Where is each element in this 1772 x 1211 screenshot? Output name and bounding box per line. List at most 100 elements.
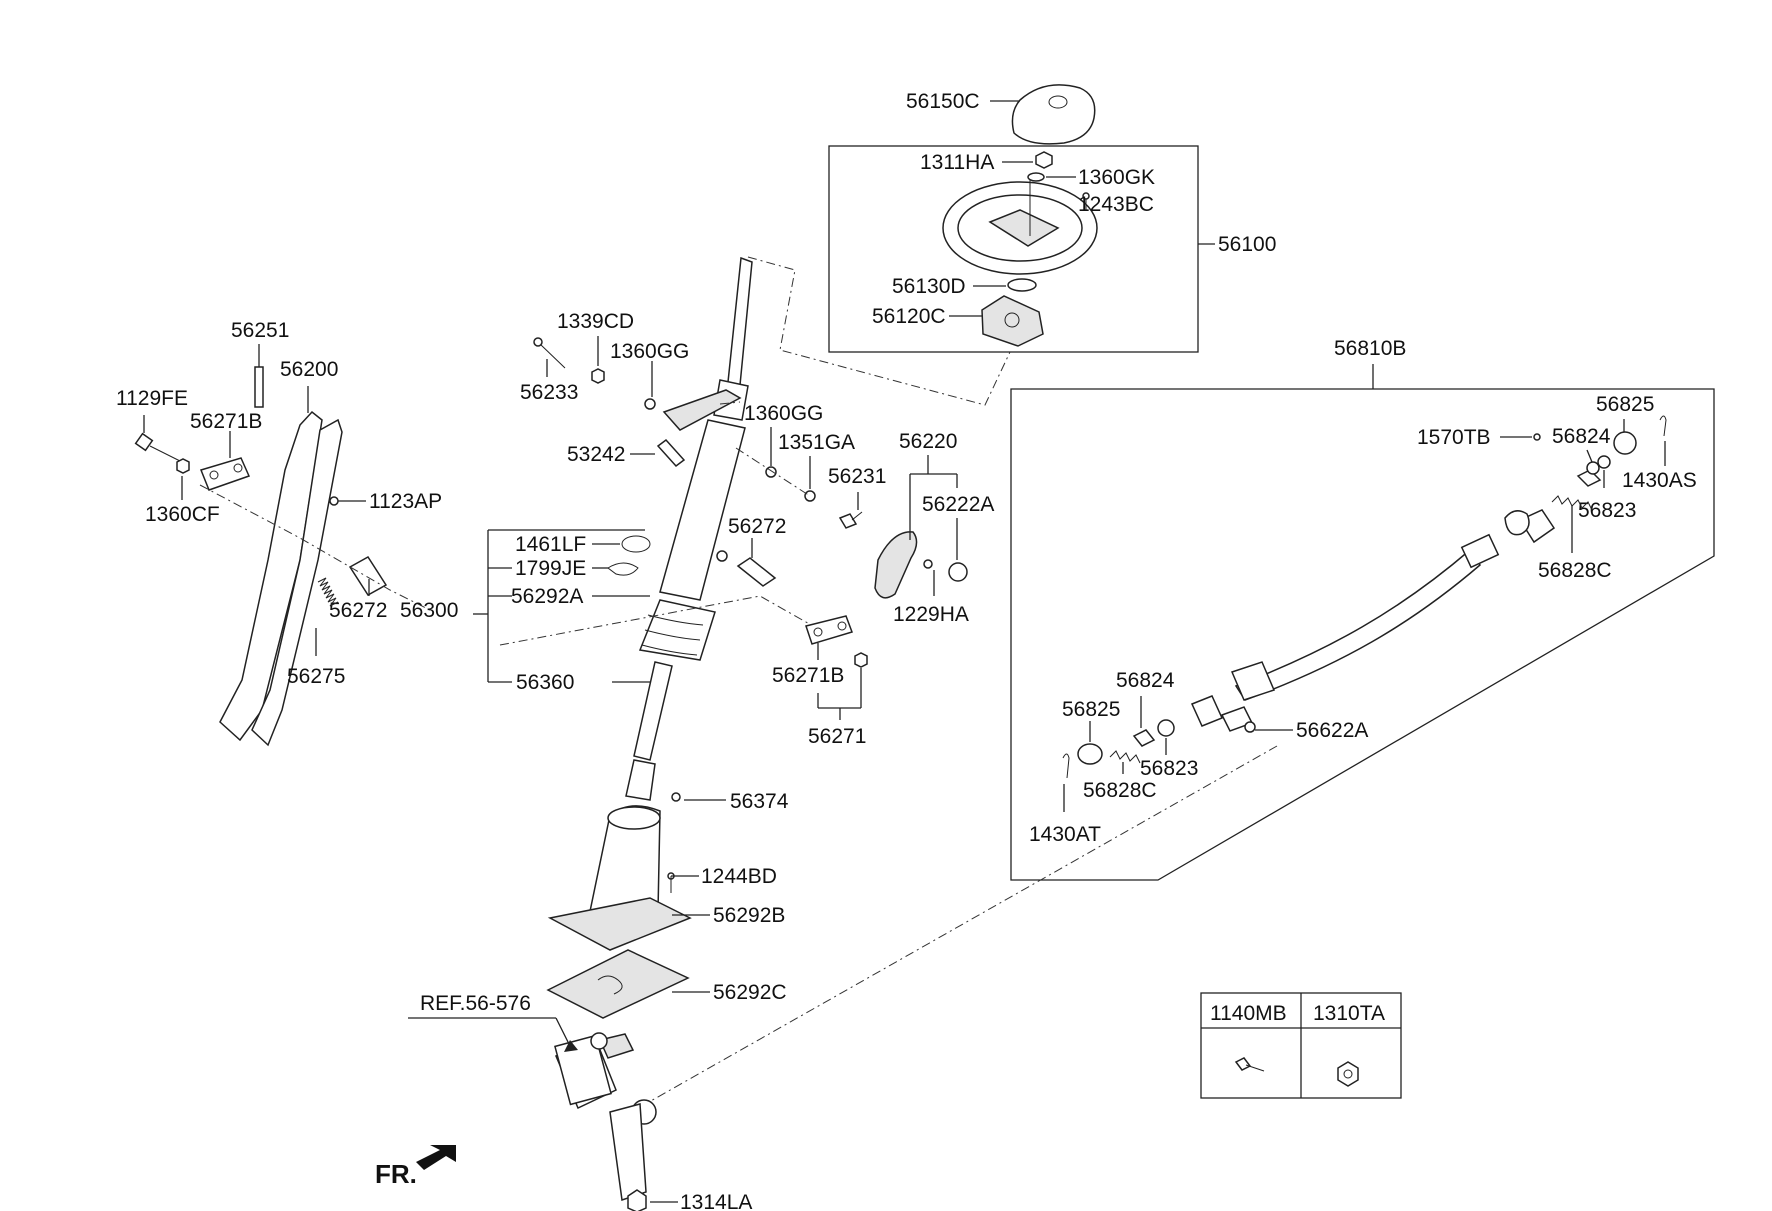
- nut-1339CD: [591, 368, 605, 384]
- plate-56271B-right: [805, 615, 853, 645]
- label-56374: 56374: [730, 790, 789, 813]
- nut-1314LA: [627, 1189, 647, 1211]
- label-fr: FR.: [375, 1159, 417, 1189]
- nut-1311HA: [1035, 151, 1053, 169]
- lower-pin-56824: [1132, 729, 1156, 747]
- lower-spring-56828C: [1109, 750, 1141, 764]
- clip-1570TB: [1533, 433, 1541, 441]
- label-56130D: 56130D: [892, 275, 966, 298]
- label-1799JE: 1799JE: [515, 557, 586, 580]
- plate-56120C: [981, 295, 1044, 347]
- label-ref: REF.56-576: [420, 992, 531, 1015]
- ring-56130D: [1007, 278, 1037, 292]
- label-53242: 53242: [567, 443, 625, 466]
- label-56828Cb: 56828C: [1083, 779, 1157, 802]
- label-56823a: 56823: [1578, 499, 1636, 522]
- label-56300: 56300: [400, 599, 458, 622]
- label-56825a: 56825: [1596, 393, 1654, 416]
- screw-1229HA: [923, 559, 933, 569]
- label-56292A: 56292A: [511, 585, 583, 608]
- column-mount-plate: [662, 389, 742, 431]
- front-direction-arrow-icon: [416, 1145, 456, 1170]
- pin-53242: [656, 438, 686, 468]
- label-56100: 56100: [1218, 233, 1276, 256]
- label-1360GGb: 1360GG: [744, 402, 823, 425]
- lever-56220: [874, 531, 918, 599]
- bolt-icon: [1234, 1057, 1265, 1072]
- spring-56275: [317, 577, 339, 607]
- label-56622A: 56622A: [1296, 719, 1368, 742]
- label-56825b: 56825: [1062, 698, 1120, 721]
- label-56823b: 56823: [1140, 757, 1198, 780]
- label-1339CD: 1339CD: [557, 310, 634, 333]
- label-56251: 56251: [231, 319, 289, 342]
- label-56824a: 56824: [1552, 425, 1611, 448]
- washer-1360GG-side: [765, 466, 777, 478]
- lower-joint-56622A: [1190, 695, 1256, 733]
- label-1360GK: 1360GK: [1078, 166, 1155, 189]
- label-1314LA: 1314LA: [680, 1191, 752, 1211]
- label-1360CF: 1360CF: [145, 503, 220, 526]
- label-56292C: 56292C: [713, 981, 787, 1004]
- legend-col1-header: 1140MB: [1210, 1002, 1287, 1025]
- label-56828Ca: 56828C: [1538, 559, 1612, 582]
- label-56200: 56200: [280, 358, 338, 381]
- label-1570TB: 1570TB: [1417, 426, 1491, 449]
- steering-wheel-group-box: [828, 145, 1199, 353]
- label-1430AT: 1430AT: [1029, 823, 1101, 846]
- screw-1123AP: [329, 496, 339, 506]
- washer-1351GA: [804, 490, 816, 502]
- label-1123AP: 1123AP: [369, 490, 442, 513]
- label-1351GA: 1351GA: [778, 431, 855, 454]
- upper-seat-56823: [1597, 455, 1611, 469]
- bolt-56231: [838, 511, 863, 529]
- label-56220: 56220: [899, 430, 957, 453]
- label-56271Bb: 56271B: [772, 664, 844, 687]
- plate-56271B-left: [199, 457, 251, 491]
- label-56824b: 56824: [1116, 669, 1175, 692]
- label-1244BD: 1244BD: [701, 865, 777, 888]
- label-1430AS: 1430AS: [1622, 469, 1697, 492]
- label-56810B: 56810B: [1334, 337, 1406, 360]
- label-56120C: 56120C: [872, 305, 946, 328]
- bolt-56233: [533, 337, 566, 369]
- plate-56292C: [546, 949, 690, 1019]
- nut-56271: [854, 652, 868, 668]
- fastener-legend-table: 1140MB 1310TA: [1200, 992, 1402, 1099]
- hex-nut-icon: [1337, 1061, 1359, 1087]
- clip-1799JE: [607, 562, 639, 576]
- washer-1360GG-top: [644, 398, 656, 410]
- spacer-56272-left: [348, 556, 388, 596]
- label-56275: 56275: [287, 665, 345, 688]
- spacer-56272-right: [716, 550, 777, 587]
- label-56271: 56271: [808, 725, 866, 748]
- label-56271Ba: 56271B: [190, 410, 262, 433]
- shift-linkage-group-box: [1010, 388, 1715, 881]
- shift-rod: [1230, 509, 1556, 701]
- lower-bushing-56825: [1077, 743, 1103, 765]
- label-56233: 56233: [520, 381, 578, 404]
- label-56150C: 56150C: [906, 90, 980, 113]
- ref-arrow-icon: [564, 1040, 578, 1052]
- screw-1243BC: [1082, 192, 1090, 210]
- label-1243BC: 1243BC: [1078, 193, 1154, 216]
- label-56272b: 56272: [728, 515, 786, 538]
- steering-wheel: [942, 175, 1098, 275]
- bolt-1129FE: [134, 432, 181, 462]
- legend-col2-header: 1310TA: [1313, 1002, 1385, 1025]
- nut-1360CF: [176, 458, 190, 474]
- label-56222A: 56222A: [922, 493, 994, 516]
- column-bracket-56200: [219, 410, 343, 747]
- label-56272a: 56272: [329, 599, 387, 622]
- label-1461LF: 1461LF: [515, 533, 586, 556]
- upper-pin-56824: [1576, 461, 1602, 487]
- cotter-pin-1430AS: [1659, 415, 1667, 437]
- boot-56292B: [547, 805, 692, 951]
- cap-56222A: [948, 562, 968, 582]
- label-1229HA: 1229HA: [893, 603, 969, 626]
- label-56292B: 56292B: [713, 904, 785, 927]
- steering-gearbox: [554, 1032, 657, 1201]
- label-56231: 56231: [828, 465, 886, 488]
- upper-bushing-56825: [1613, 431, 1637, 455]
